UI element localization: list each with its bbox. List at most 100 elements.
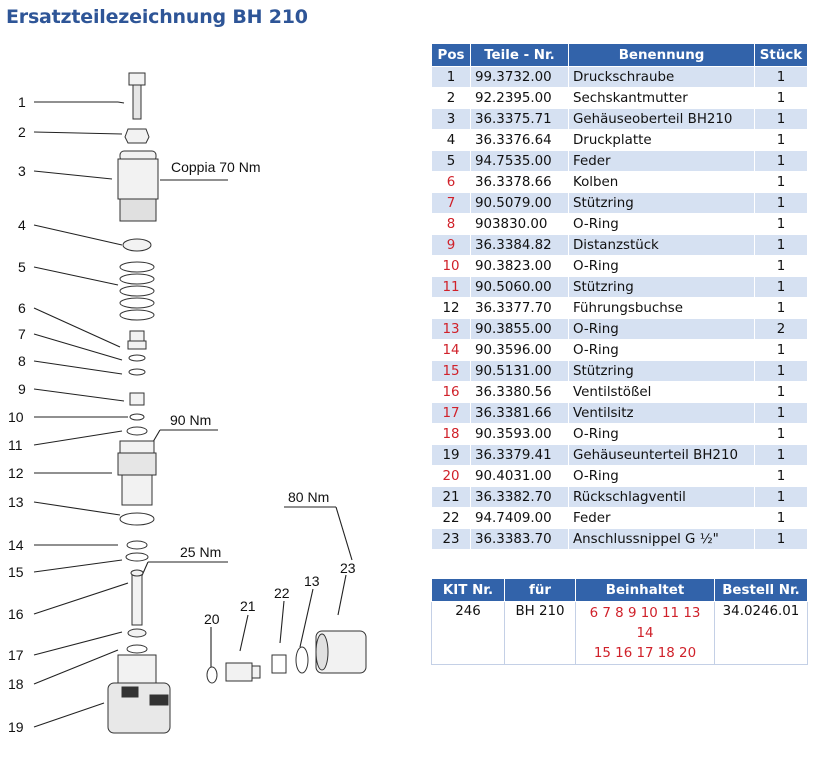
torque-90: 90 Nm (170, 412, 211, 428)
label-10: 10 (8, 409, 24, 425)
label-22: 22 (274, 585, 290, 601)
cell-name: O-Ring (568, 339, 755, 361)
label-14: 14 (8, 537, 24, 553)
cell-name: Gehäuseunterteil BH210 (568, 444, 755, 466)
label-7: 7 (18, 326, 26, 342)
cell-name: Führungsbuchse (568, 297, 755, 319)
cell-nr: 90.5060.00 (470, 276, 569, 298)
cell-nr: 92.2395.00 (470, 87, 569, 109)
cell-pos: 14 (431, 339, 471, 361)
cell-name: Stützring (568, 276, 755, 298)
cell-name: Ventilsitz (568, 402, 755, 424)
header-beinhaltet: Beinhaltet (575, 578, 715, 602)
label-17: 17 (8, 647, 24, 663)
label-20: 20 (204, 611, 220, 627)
cell-qty: 1 (754, 507, 808, 529)
label-11: 11 (8, 437, 23, 453)
cell-pos: 22 (431, 507, 471, 529)
cell-pos: 8 (431, 213, 471, 235)
cell-nr: 36.3383.70 (470, 528, 569, 550)
kit-items: 6 7 8 9 10 11 13 14 15 16 17 18 20 (575, 601, 715, 665)
cell-pos: 6 (431, 171, 471, 193)
cell-pos: 7 (431, 192, 471, 214)
page-title: Ersatzteilezeichnung BH 210 (6, 6, 308, 28)
cell-qty: 1 (754, 108, 808, 130)
cell-pos: 19 (431, 444, 471, 466)
cell-qty: 1 (754, 276, 808, 298)
label-6: 6 (18, 300, 26, 316)
cell-nr: 94.7409.00 (470, 507, 569, 529)
cell-nr: 36.3382.70 (470, 486, 569, 508)
label-13-right: 13 (304, 573, 320, 589)
cell-nr: 36.3375.71 (470, 108, 569, 130)
cell-qty: 1 (754, 255, 808, 277)
label-5: 5 (18, 259, 26, 275)
cell-pos: 16 (431, 381, 471, 403)
label-12: 12 (8, 465, 24, 481)
cell-nr: 90.4031.00 (470, 465, 569, 487)
label-4: 4 (18, 217, 26, 233)
cell-qty: 1 (754, 297, 808, 319)
cell-pos: 13 (431, 318, 471, 340)
cell-pos: 9 (431, 234, 471, 256)
cell-nr: 36.3384.82 (470, 234, 569, 256)
cell-name: Anschlussnippel G ½" (568, 528, 755, 550)
cell-nr: 36.3379.41 (470, 444, 569, 466)
torque-80: 80 Nm (288, 489, 329, 505)
cell-pos: 23 (431, 528, 471, 550)
cell-pos: 1 (431, 66, 471, 88)
label-15: 15 (8, 564, 24, 580)
header-bestell-nr: Bestell Nr. (714, 578, 808, 602)
label-1: 1 (18, 94, 26, 110)
cell-name: Feder (568, 507, 755, 529)
cell-qty: 1 (754, 465, 808, 487)
cell-pos: 5 (431, 150, 471, 172)
cell-qty: 1 (754, 213, 808, 235)
label-19: 19 (8, 719, 24, 735)
cell-pos: 17 (431, 402, 471, 424)
cell-qty: 1 (754, 402, 808, 424)
cell-pos: 11 (431, 276, 471, 298)
kit-row: 246 BH 210 6 7 8 9 10 11 13 14 15 16 17 … (431, 601, 808, 665)
cell-qty: 1 (754, 171, 808, 193)
cell-name: Sechskantmutter (568, 87, 755, 109)
kit-nr: 246 (431, 601, 505, 665)
cell-qty: 1 (754, 381, 808, 403)
cell-name: Ventilstößel (568, 381, 755, 403)
cell-qty: 1 (754, 129, 808, 151)
cell-qty: 1 (754, 360, 808, 382)
cell-name: O-Ring (568, 465, 755, 487)
label-23: 23 (340, 560, 356, 576)
header-teile-nr: Teile - Nr. (470, 43, 569, 67)
cell-name: Druckschraube (568, 66, 755, 88)
cell-nr: 36.3380.56 (470, 381, 569, 403)
cell-qty: 1 (754, 66, 808, 88)
label-3: 3 (18, 163, 26, 179)
header-fuer: für (504, 578, 576, 602)
cell-qty: 1 (754, 192, 808, 214)
cell-pos: 4 (431, 129, 471, 151)
cell-qty: 1 (754, 423, 808, 445)
cell-pos: 2 (431, 87, 471, 109)
header-pos: Pos (431, 43, 471, 67)
cell-qty: 1 (754, 234, 808, 256)
cell-nr: 99.3732.00 (470, 66, 569, 88)
cell-nr: 90.3823.00 (470, 255, 569, 277)
header-stueck: Stück (754, 43, 808, 67)
cell-qty: 1 (754, 150, 808, 172)
